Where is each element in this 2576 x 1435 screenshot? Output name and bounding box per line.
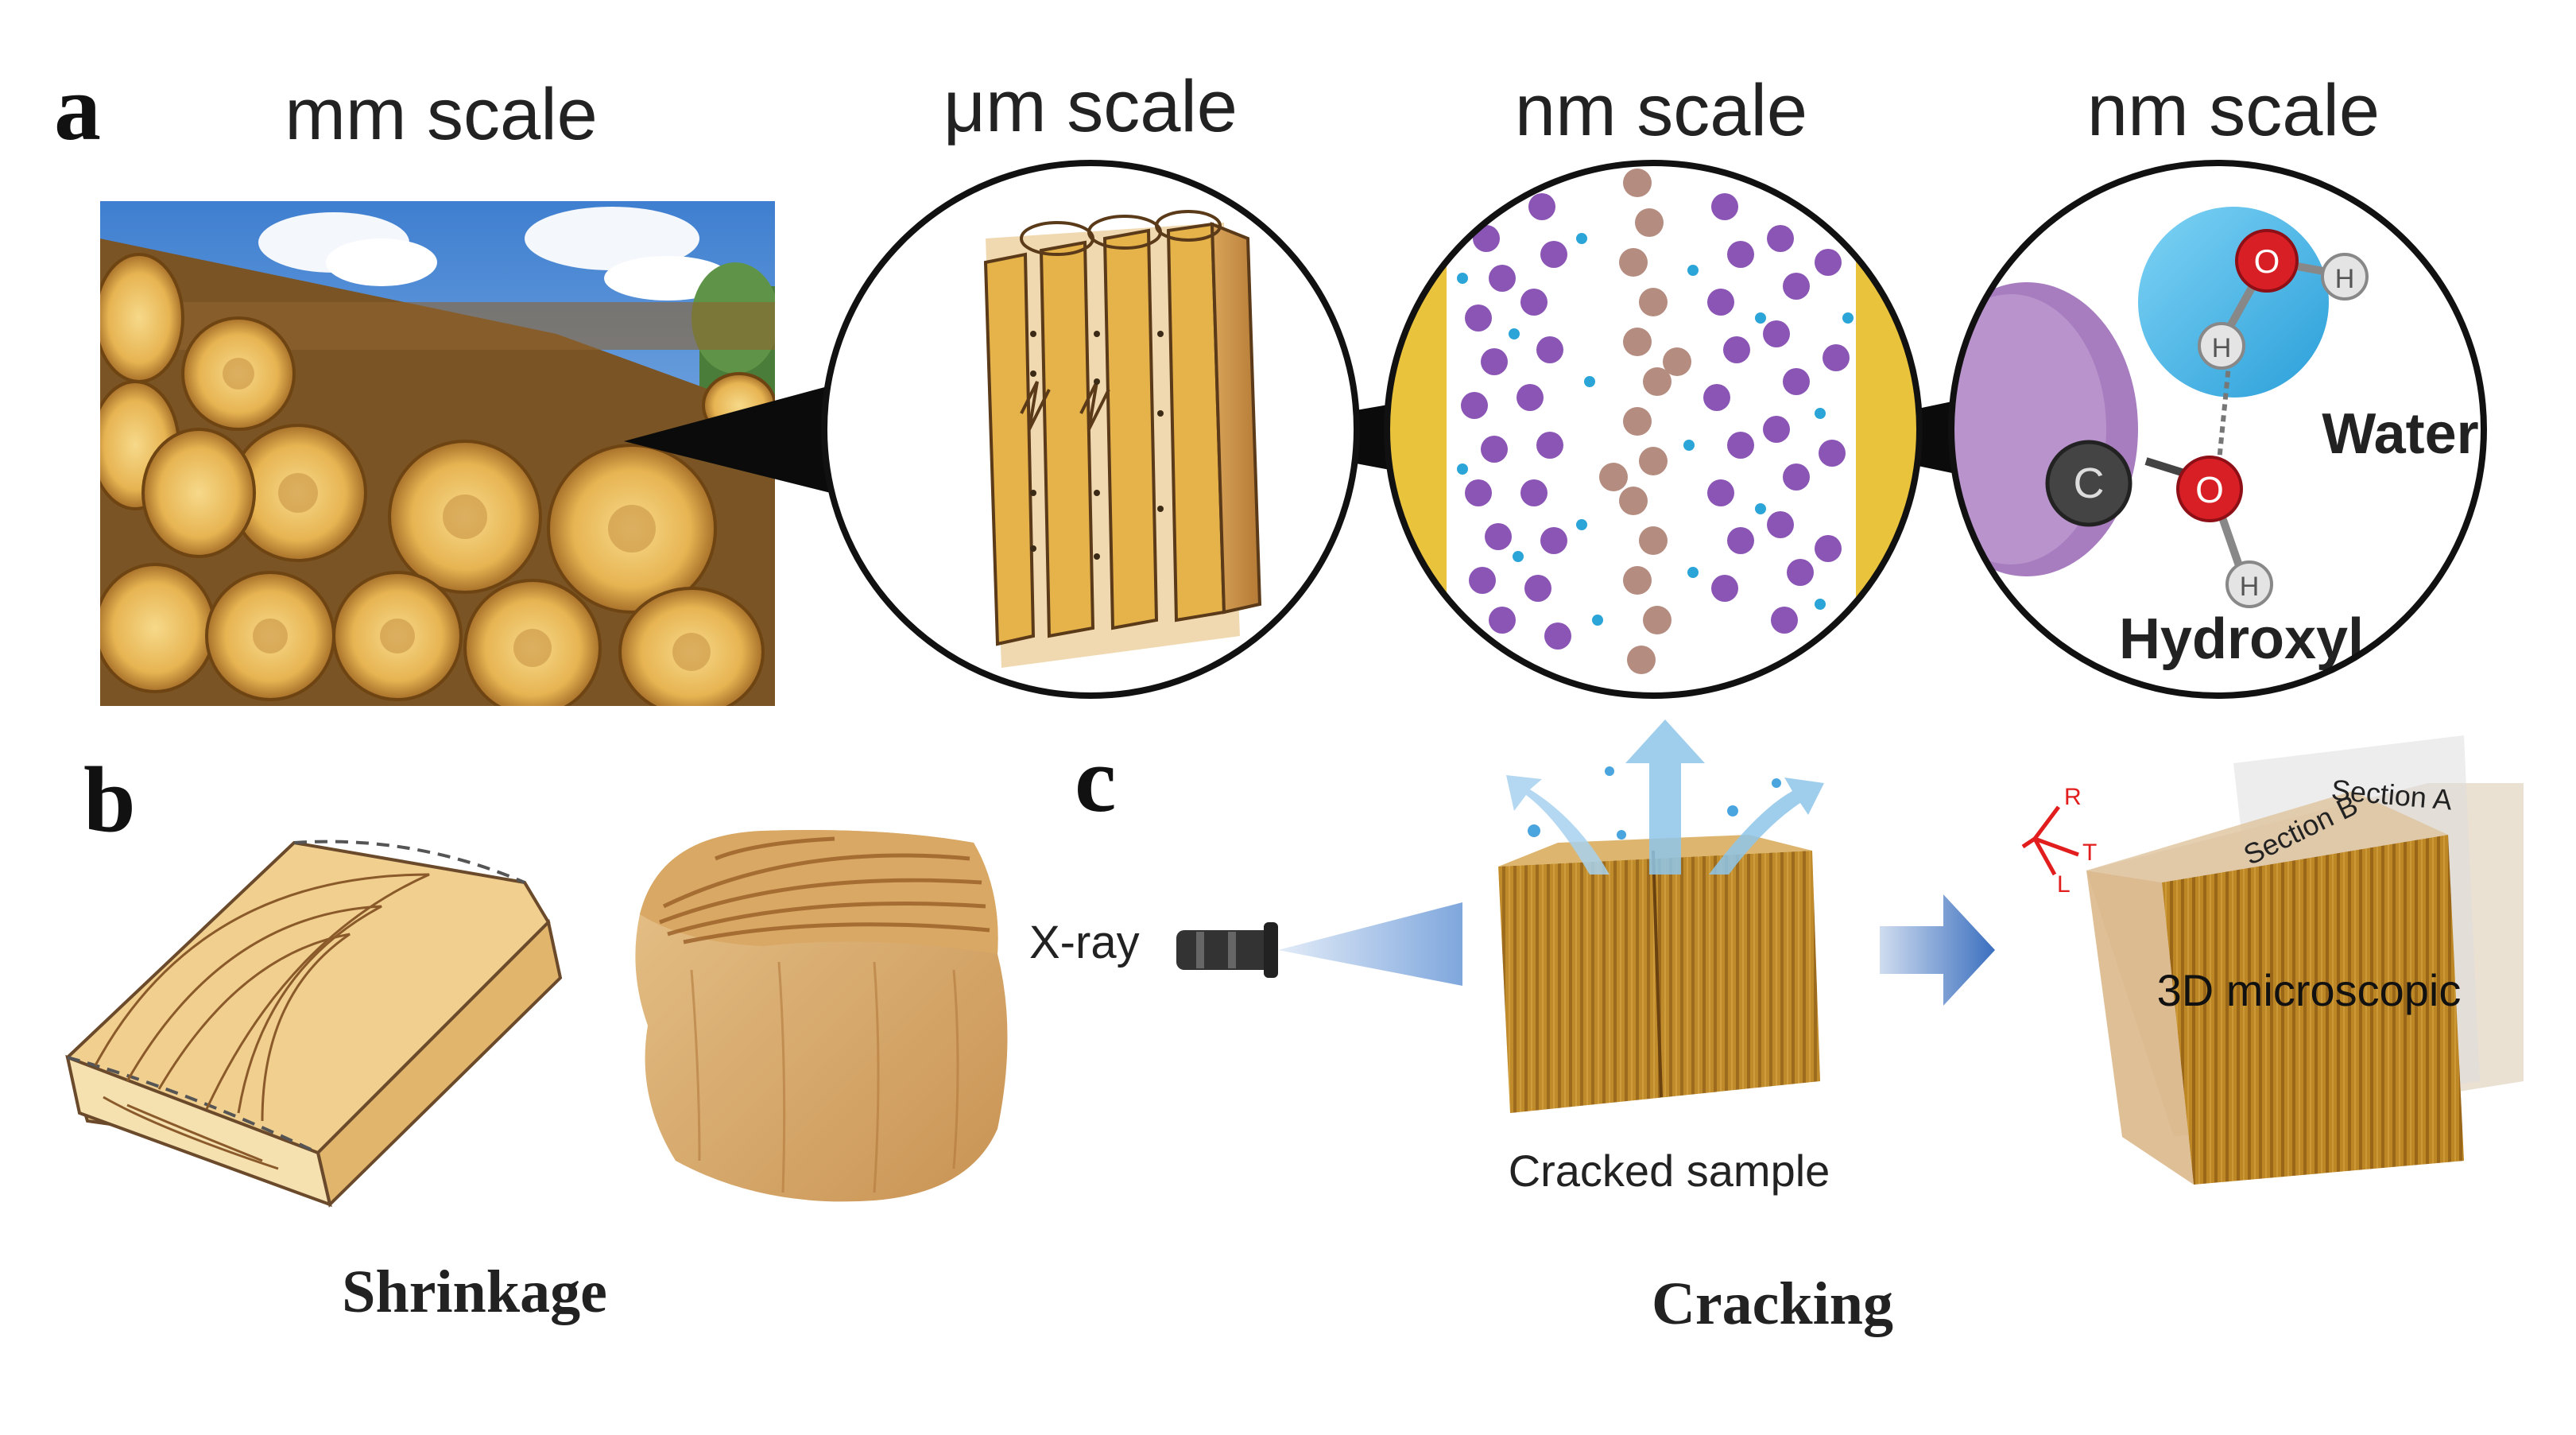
scale-label-nm-1: nm scale (1515, 70, 1807, 151)
hydroxyl-hydrogen-symbol: H (2240, 572, 2260, 602)
axis-l-label: L (2057, 871, 2070, 898)
cellulose-molecular-view (1384, 160, 1923, 699)
scale-label-nm-2: nm scale (2087, 70, 2380, 151)
axis-triad (2021, 805, 2079, 876)
warped-board-sketch (65, 840, 563, 1208)
log-pile-image (100, 201, 775, 706)
hydroxyl-oxygen-atom (2176, 456, 2243, 522)
scale-label-um: μm scale (943, 66, 1238, 147)
distorted-wood-cube (635, 830, 1008, 1202)
panel-c-letter: c (1075, 727, 1116, 832)
axis-r-label: R (2064, 784, 2082, 810)
panel-b-letter: b (83, 747, 136, 851)
axis-t-label: T (2082, 840, 2097, 866)
3d-microscopic-label: 3D microscopic (2157, 965, 2462, 1015)
moisture-escape-arrows (1506, 719, 1824, 875)
hydroxyl-label: Hydroxyl (2119, 607, 2364, 671)
shrinkage-caption: Shrinkage (342, 1259, 607, 1325)
zoom-wedge-1 (624, 386, 831, 493)
water-hydrogen-symbol-1: H (2335, 264, 2355, 294)
carbon-atom (2045, 440, 2132, 527)
cracked-sample-label: Cracked sample (1509, 1146, 1830, 1196)
cracked-sample-cube (1498, 835, 1820, 1113)
water-hydrogen-symbol-2: H (2212, 333, 2232, 363)
scale-label-mm: mm scale (285, 74, 598, 155)
carbon-symbol: C (2074, 460, 2105, 507)
3d-microscopic-volume: Section B Section A 3D microscopic (2086, 735, 2524, 1185)
xray-beam (1278, 902, 1462, 986)
water-oxygen-symbol: O (2254, 242, 2280, 280)
hydroxyl-water-bond: O H H C O H Water Hydroxyl (1948, 160, 2487, 699)
xray-source-icon (1176, 922, 1278, 978)
wood-cell-structure (821, 160, 1360, 699)
cracking-caption: Cracking (1652, 1270, 1893, 1337)
water-label: Water (2322, 402, 2478, 466)
process-arrow (1880, 894, 1995, 1006)
water-oxygen-atom (2235, 229, 2299, 293)
hydroxyl-oxygen-symbol: O (2195, 469, 2224, 510)
panel-a-letter: a (54, 56, 101, 160)
xray-label: X-ray (1029, 917, 1140, 968)
